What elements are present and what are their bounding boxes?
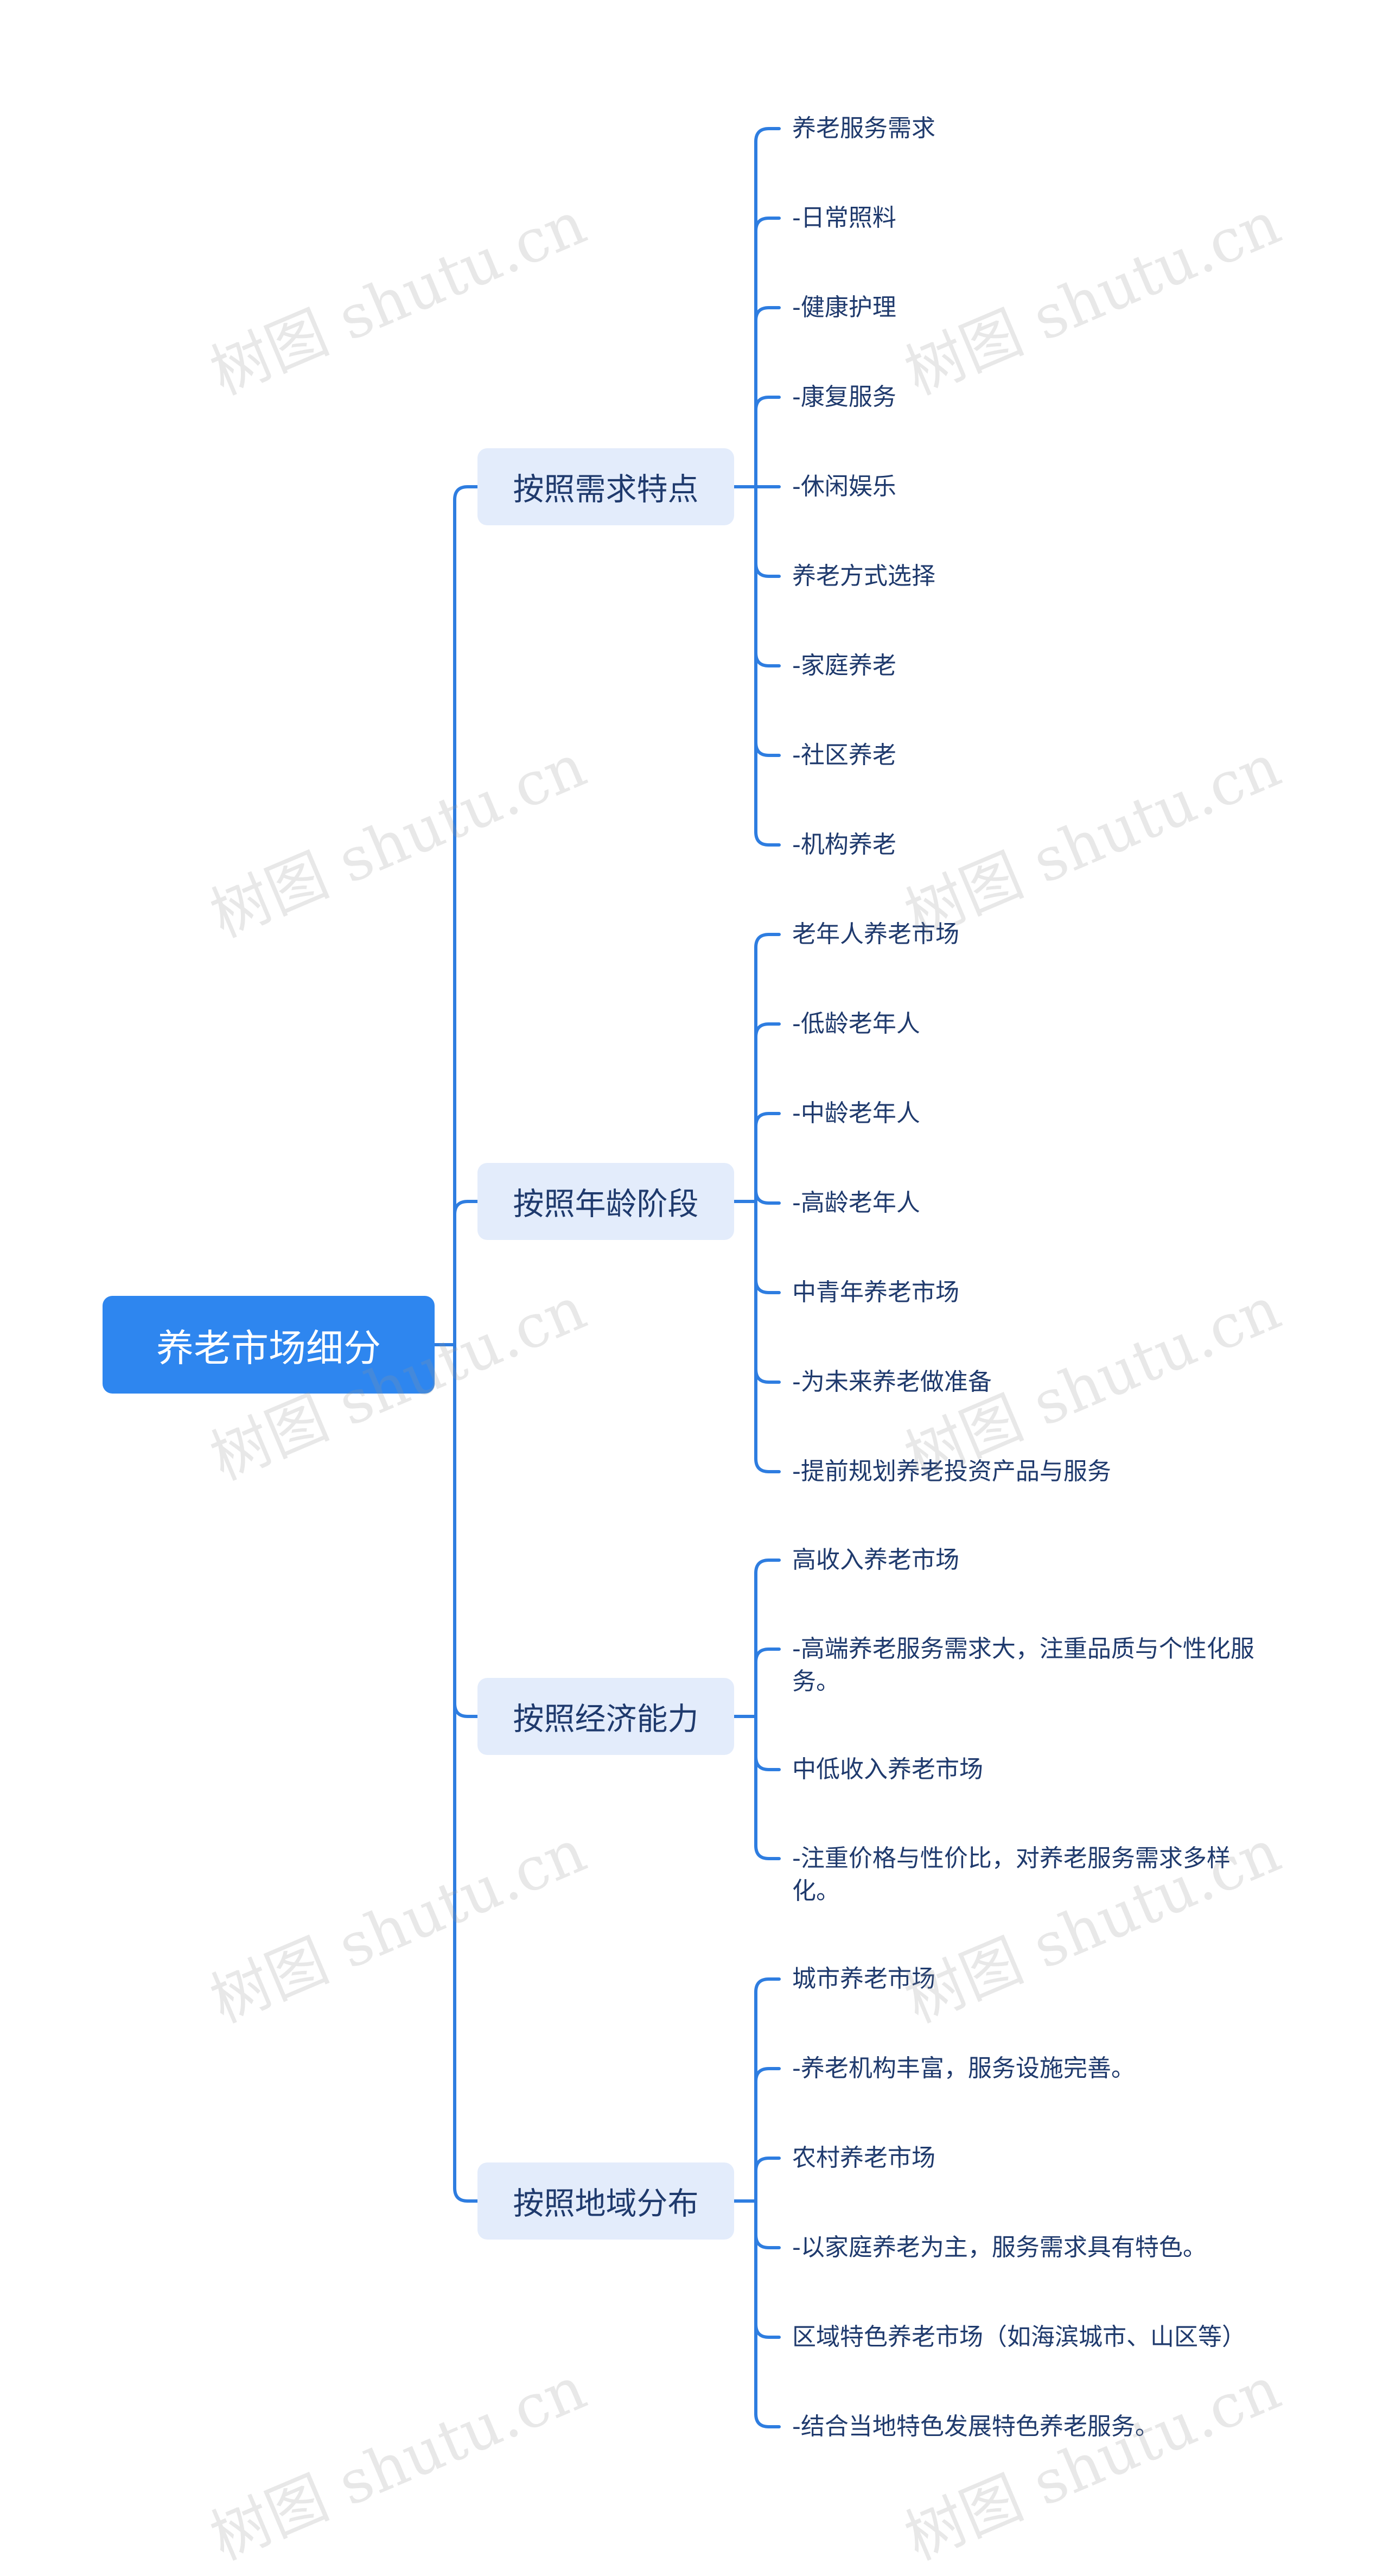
leaf-item[interactable]: 区域特色养老市场（如海滨城市、山区等） (792, 2323, 1246, 2351)
leaf-item[interactable]: -为未来养老做准备 (792, 1368, 992, 1396)
root-to-branch-connector (453, 485, 479, 501)
leaf-item[interactable]: -休闲娱乐 (792, 473, 896, 500)
branch-to-leaf-connector (754, 2323, 781, 2339)
branch-to-leaf-connector (754, 1755, 781, 1771)
leaf-item[interactable]: -中龄老年人 (792, 1099, 920, 1127)
branch-to-leaf-connector (754, 651, 781, 667)
branch-to-leaf-connector (754, 396, 781, 412)
branch-to-leaf-connector (754, 217, 781, 233)
leaf-item[interactable]: -高龄老年人 (792, 1189, 920, 1217)
branch-to-leaf-connector (754, 830, 781, 847)
branch-node-economic[interactable]: 按照经济能力 (477, 1678, 734, 1755)
branch-to-leaf-connector (754, 127, 781, 143)
leaf-item[interactable]: 高收入养老市场 (792, 1546, 959, 1574)
branch-label: 按照经济能力 (513, 1701, 699, 1737)
leaf-item[interactable]: -养老机构丰富，服务设施完善。 (792, 2055, 1135, 2082)
leaf-item[interactable]: 老年人养老市场 (792, 920, 959, 948)
branch-to-leaf-connector (754, 1188, 781, 1205)
leaf-item[interactable]: 农村养老市场 (792, 2144, 935, 2172)
leaf-item[interactable]: -机构养老 (792, 831, 896, 858)
branch-label: 按照年龄阶段 (513, 1186, 699, 1222)
leaf-item[interactable]: -以家庭养老为主，服务需求具有特色。 (792, 2234, 1207, 2261)
leaf-item[interactable]: -提前规划养老投资产品与服务 (792, 1458, 1111, 1485)
leaf-item[interactable]: 中青年养老市场 (792, 1279, 959, 1306)
branch-to-leaf-connector (754, 1648, 781, 1664)
leaf-item[interactable]: -结合当地特色发展特色养老服务。 (792, 2413, 1159, 2440)
root-node[interactable]: 养老市场细分 (103, 1296, 435, 1394)
branch-to-leaf-connector (754, 1844, 781, 1860)
branch-label: 按照需求特点 (513, 472, 699, 507)
branch-to-leaf-connector (754, 933, 781, 949)
branch-to-leaf-connector (754, 2412, 781, 2428)
leaf-item[interactable]: 养老方式选择 (792, 562, 935, 590)
branch-to-leaf-connector (754, 741, 781, 757)
branch-label: 按照地域分布 (513, 2186, 699, 2222)
leaf-item[interactable]: -日常照料 (792, 204, 896, 232)
branch-to-leaf-connector (754, 2157, 781, 2173)
branch-node-age[interactable]: 按照年龄阶段 (477, 1163, 734, 1240)
root-to-branch-connector (453, 2186, 479, 2203)
leaf-item[interactable]: -社区养老 (792, 741, 896, 769)
leaf-item[interactable]: -低龄老年人 (792, 1010, 920, 1038)
root-label: 养老市场细分 (156, 1327, 381, 1370)
leaf-item[interactable]: -注重价格与性价比，对养老服务需求多样化。 (792, 1844, 1231, 1905)
branch-to-leaf-connector (754, 1022, 781, 1039)
branch-to-leaf-connector (754, 1977, 781, 1994)
branch-to-leaf-connector (754, 306, 781, 322)
branch-to-leaf-connector (754, 1457, 781, 1473)
root-to-branch-connector (453, 1702, 479, 1718)
leaf-item[interactable]: 中低收入养老市场 (792, 1756, 983, 1783)
branch-to-leaf-connector (754, 1559, 781, 1575)
leaf-item[interactable]: -健康护理 (792, 294, 896, 321)
branch-to-leaf-connector (754, 562, 781, 578)
branch-to-leaf-connector (754, 2233, 781, 2249)
branch-to-leaf-connector (754, 2067, 781, 2083)
leaf-item[interactable]: -高端养老服务需求大，注重品质与个性化服务。 (792, 1635, 1254, 1695)
branch-to-leaf-connector (754, 1367, 781, 1384)
leaf-item[interactable]: 城市养老市场 (792, 1965, 935, 1993)
branch-node-demand[interactable]: 按照需求特点 (477, 448, 734, 525)
leaf-item[interactable]: 养老服务需求 (792, 115, 935, 142)
root-to-branch-connector (453, 1200, 479, 1216)
branch-to-leaf-connector (754, 1278, 781, 1294)
leaf-item[interactable]: -家庭养老 (792, 652, 896, 679)
branch-to-leaf-connector (754, 1112, 781, 1128)
branch-node-region[interactable]: 按照地域分布 (477, 2162, 734, 2240)
leaf-item[interactable]: -康复服务 (792, 383, 896, 411)
